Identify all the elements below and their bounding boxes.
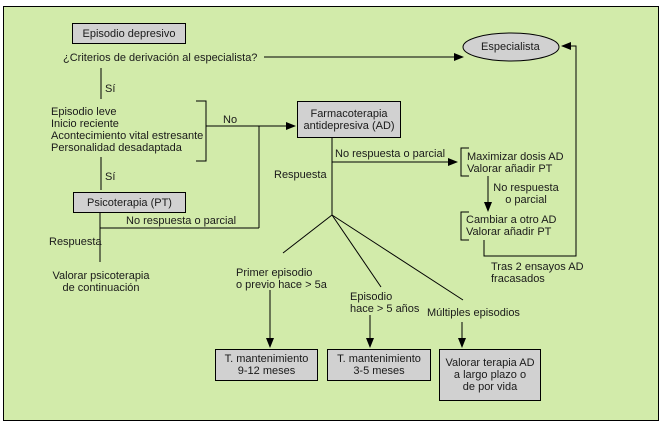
branch-primer-episodio bbox=[282, 214, 333, 254]
cambiar-label-2: Valorar añadir PT bbox=[466, 226, 552, 238]
mant-9-12-label-2: 9-12 meses bbox=[237, 365, 296, 377]
especialista-node-shape bbox=[462, 32, 560, 62]
cambiar-node: Cambiar a otro AD Valorar añadir PT bbox=[466, 214, 556, 238]
especialista-label: Especialista bbox=[481, 41, 540, 53]
valorar-terapia-node: Valorar terapia AD a largo plazo o de po… bbox=[439, 349, 541, 401]
edge-label-respuesta-pt: Respuesta bbox=[49, 236, 102, 248]
valorar-psicoterapia-node: Valorar psicoterapia de continuación bbox=[51, 270, 151, 294]
criteria-list: Episodio leve Inicio reciente Acontecimi… bbox=[51, 106, 203, 154]
mant-9-12-label-1: T. mantenimiento bbox=[224, 353, 309, 365]
criteria-item: Acontecimiento vital estresante bbox=[51, 130, 204, 142]
episodio-depresivo-node: Episodio depresivo bbox=[72, 23, 186, 44]
valorar-terapia-label-2: a largo plazo o bbox=[453, 369, 527, 381]
edge-label-primer-episodio: Primer episodio o previo hace > 5a bbox=[236, 267, 327, 291]
mant-3-5-label-2: 3-5 meses bbox=[353, 365, 405, 377]
edge-label-no-respuesta-ad: No respuesta o parcial bbox=[335, 148, 446, 160]
edge-label-no-respuesta-pt: No respuesta o parcial bbox=[126, 215, 237, 227]
psicoterapia-node: Psicoterapia (PT) bbox=[73, 192, 186, 213]
edge-label-si-2: Sí bbox=[105, 171, 116, 183]
edge-label-episodio-hace: Episodio hace > 5 años bbox=[350, 291, 419, 315]
edge-label-line: Episodio bbox=[350, 291, 393, 303]
cambiar-label-1: Cambiar a otro AD bbox=[466, 214, 557, 226]
edge-label-si-1: Sí bbox=[105, 83, 116, 95]
criteria-item: Personalidad desadaptada bbox=[51, 142, 182, 154]
maximizar-label-2: Valorar añadir PT bbox=[467, 163, 553, 175]
maximizar-node: Maximizar dosis AD Valorar añadir PT bbox=[467, 151, 564, 175]
valorar-terapia-label-1: Valorar terapia AD bbox=[445, 357, 535, 369]
psicoterapia-label: Psicoterapia (PT) bbox=[87, 196, 172, 209]
edge-label-no-respuesta-max: No respuesta o parcial bbox=[491, 182, 561, 206]
edge-label-line: o parcial bbox=[505, 194, 547, 206]
edge-label-line: Tras 2 ensayos AD bbox=[491, 261, 584, 273]
valorar-psicoterapia-label-2: de continuación bbox=[62, 282, 140, 294]
episodio-depresivo-label: Episodio depresivo bbox=[82, 27, 176, 40]
edge-cambiar-especialista bbox=[483, 42, 577, 257]
valorar-psicoterapia-label-1: Valorar psicoterapia bbox=[52, 270, 150, 282]
edge-label-line: Primer episodio bbox=[236, 267, 313, 279]
valorar-terapia-label-3: de por vida bbox=[462, 381, 518, 393]
farmacoterapia-label-2: antidepresiva (AD) bbox=[303, 119, 395, 132]
maximizar-bracket bbox=[460, 147, 469, 177]
edge-label-respuesta-ad: Respuesta bbox=[274, 169, 327, 181]
edge-label-multiples: Múltiples episodios bbox=[427, 307, 520, 319]
criteria-item: Inicio reciente bbox=[51, 118, 119, 130]
mant-3-5-node: T. mantenimiento 3-5 meses bbox=[327, 349, 431, 381]
edge-label-line: fracasados bbox=[491, 273, 545, 285]
cambiar-bracket bbox=[460, 211, 469, 241]
criteria-bracket bbox=[196, 100, 207, 162]
criteria-item: Episodio leve bbox=[51, 106, 117, 118]
mant-3-5-label-1: T. mantenimiento bbox=[337, 353, 421, 365]
edge-label-line: hace > 5 años bbox=[350, 303, 420, 315]
edge-label-line: No respuesta bbox=[493, 182, 559, 194]
edge-label-no: No bbox=[223, 114, 238, 126]
branch-episodio-hace bbox=[331, 214, 382, 288]
farmacoterapia-label-1: Farmacoterapia bbox=[310, 107, 388, 120]
criterios-question: ¿Criterios de derivación al especialista… bbox=[63, 52, 258, 64]
farmacoterapia-node: Farmacoterapia antidepresiva (AD) bbox=[297, 101, 401, 138]
edge-label-line: o previo hace > 5a bbox=[236, 279, 327, 291]
edge-label-tras-2-ensayos: Tras 2 ensayos AD fracasados bbox=[491, 261, 584, 285]
mant-9-12-node: T. mantenimiento 9-12 meses bbox=[215, 349, 318, 381]
maximizar-label-1: Maximizar dosis AD bbox=[467, 151, 564, 163]
branch-multiples bbox=[331, 214, 464, 301]
